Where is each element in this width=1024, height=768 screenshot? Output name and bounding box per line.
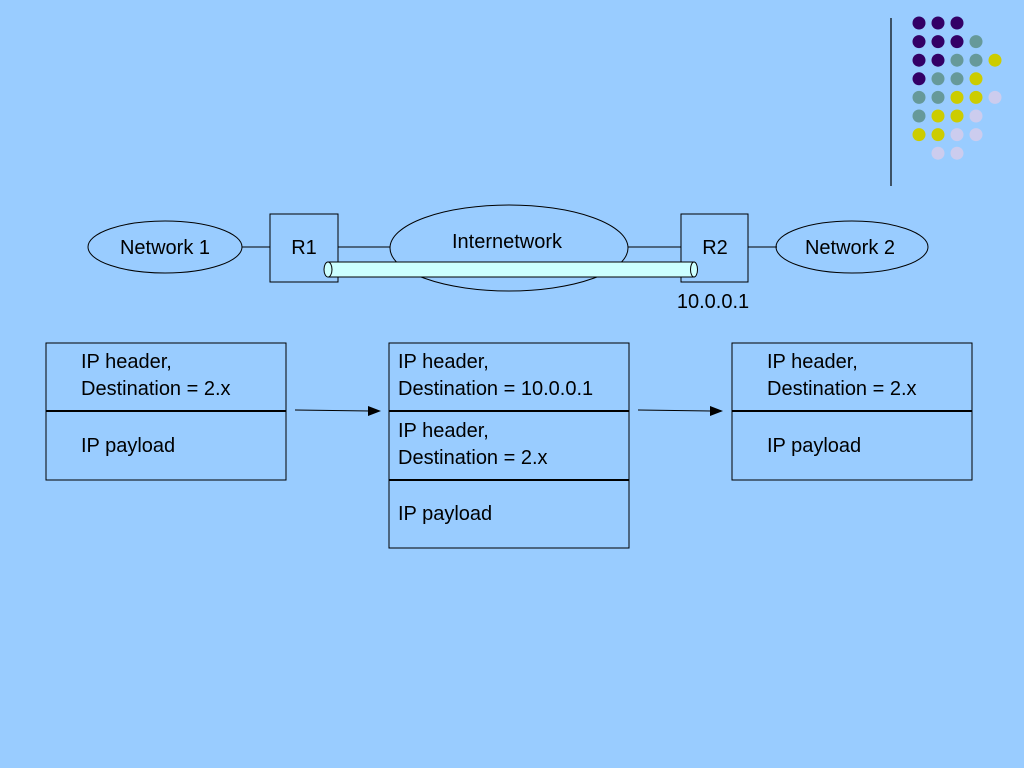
tunnel-body [327, 261, 695, 278]
packet-left-header-line2: Destination = 2.x [81, 378, 231, 400]
packet-left: IP header, Destination = 2.x IP payload [45, 342, 287, 481]
decorative-dot [931, 35, 945, 49]
decorative-dot [912, 128, 926, 142]
decorative-dot [988, 90, 1002, 104]
decorative-dot [950, 16, 964, 30]
decorative-dot [950, 109, 964, 123]
router2-box [680, 213, 749, 283]
network2-node: Network 2 [775, 220, 929, 274]
decorative-dot [912, 16, 926, 30]
decorative-dot [969, 72, 983, 86]
tunnel-end-left [323, 261, 333, 278]
decorative-dot [950, 72, 964, 86]
packet-right-header-line1: IP header, [767, 351, 858, 373]
arrow-right-shaft [637, 409, 712, 412]
tunnel-pipe [323, 261, 698, 278]
decorative-dot [912, 72, 926, 86]
packet-middle-inner-header-line1: IP header, [398, 420, 489, 442]
decorative-dot [950, 146, 964, 160]
decorative-dot [950, 90, 964, 104]
arrow-left-shaft [294, 409, 371, 412]
arrow-middle-to-right [637, 406, 723, 416]
decorative-dot [912, 109, 926, 123]
r2-address-label: 10.0.0.1 [677, 291, 749, 313]
decorative-dot [950, 128, 964, 142]
packet-right-payload: IP payload [767, 435, 861, 457]
decorative-dot [912, 90, 926, 104]
decorative-dot [931, 146, 945, 160]
network2-label: Network 2 [805, 237, 895, 259]
packet-middle-outer-header-line2: Destination = 10.0.0.1 [398, 378, 593, 400]
decorative-dot [931, 90, 945, 104]
network1-ellipse [87, 220, 243, 274]
decorative-dot [912, 35, 926, 49]
decorative-dot [931, 72, 945, 86]
tunnel-end-right [690, 261, 698, 278]
decorative-dot [931, 16, 945, 30]
arrow-left-head [368, 406, 381, 416]
router1-node: R1 [269, 213, 339, 283]
network1-label: Network 1 [120, 237, 210, 259]
internetwork-ellipse [389, 204, 629, 292]
decorative-dot [988, 53, 1002, 67]
router2-node: R2 [680, 213, 749, 283]
internetwork-label: Internetwork [452, 231, 563, 253]
internetwork-node: Internetwork [389, 204, 629, 292]
decorative-dot [969, 128, 983, 142]
arrow-right-head [710, 406, 723, 416]
decorative-dot [969, 90, 983, 104]
packet-right-header-line2: Destination = 2.x [767, 378, 917, 400]
decorative-dot [931, 128, 945, 142]
arrow-left-to-middle [294, 406, 381, 416]
decorative-dot [912, 53, 926, 67]
decorative-dot [969, 109, 983, 123]
packet-middle-payload: IP payload [398, 503, 492, 525]
router1-label: R1 [291, 237, 317, 259]
decorative-dot [969, 35, 983, 49]
decorative-dot-grid [912, 16, 1002, 160]
decorative-dot [931, 109, 945, 123]
packet-left-payload: IP payload [81, 435, 175, 457]
router2-label: R2 [702, 237, 728, 259]
decorative-dot [950, 35, 964, 49]
decorative-dot [931, 53, 945, 67]
packet-middle: IP header, Destination = 10.0.0.1 IP hea… [388, 342, 630, 549]
packet-middle-outer-header-line1: IP header, [398, 351, 489, 373]
topology: Network 1 R1 Internetwork R2 Network 2 [87, 204, 929, 313]
network2-ellipse [775, 220, 929, 274]
packet-middle-inner-header-line2: Destination = 2.x [398, 447, 548, 469]
network1-node: Network 1 [87, 220, 243, 274]
router1-box [269, 213, 339, 283]
decorative-dot [950, 53, 964, 67]
packet-right: IP header, Destination = 2.x IP payload [731, 342, 973, 481]
decorative-dot [969, 53, 983, 67]
packet-left-header-line1: IP header, [81, 351, 172, 373]
